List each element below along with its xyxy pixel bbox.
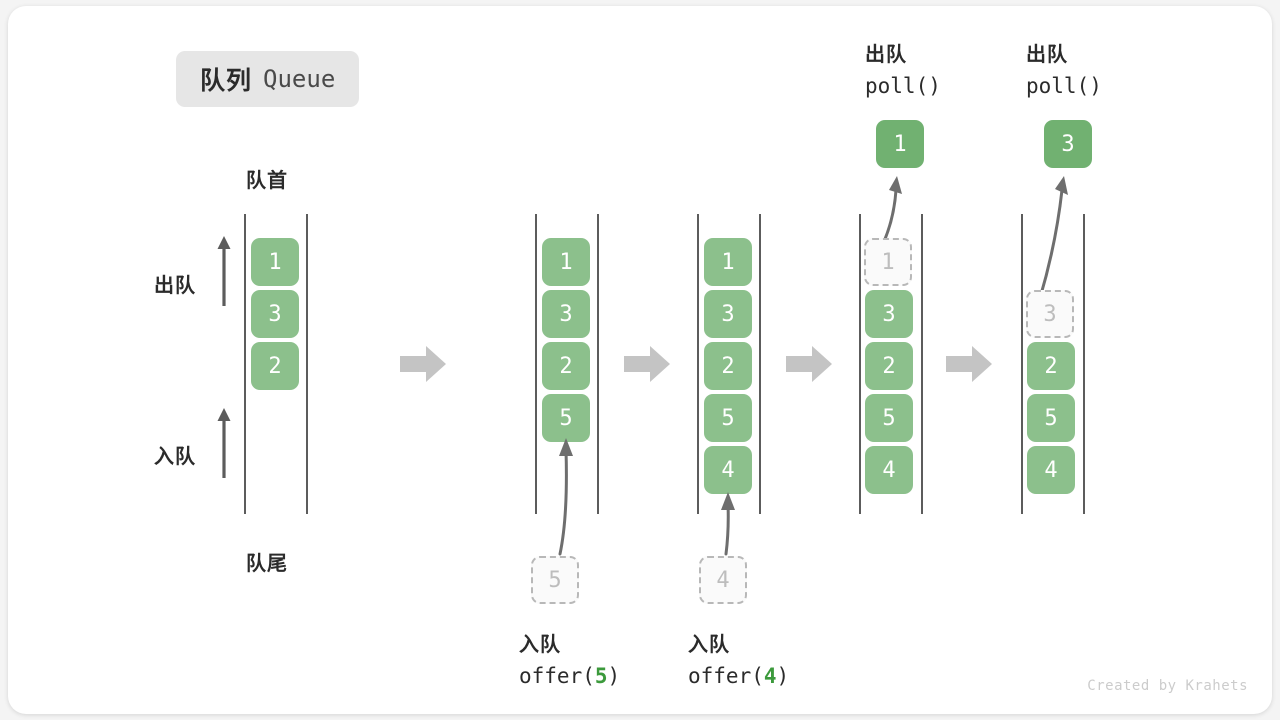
rail-left	[1021, 214, 1023, 514]
rail-right	[921, 214, 923, 514]
queue-cell: 1	[251, 238, 299, 286]
dequeue-motion-arrow-icon	[1026, 172, 1074, 300]
queue-cell: 3	[542, 290, 590, 338]
rail-left	[244, 214, 246, 514]
rail-left	[697, 214, 699, 514]
offer-value: 4	[763, 664, 777, 688]
title-chinese: 队列	[200, 67, 253, 95]
rail-right	[306, 214, 308, 514]
diagram-card: 队列 Queue 队首 队尾 出队 入队 1 3 2 1	[8, 6, 1272, 714]
offer-suffix: )	[607, 664, 621, 688]
queue-cell: 5	[704, 394, 752, 442]
rail-left	[859, 214, 861, 514]
rail-left	[535, 214, 537, 514]
popped-value-cell: 1	[876, 120, 924, 168]
queue-cell: 4	[1027, 446, 1075, 494]
rail-right	[759, 214, 761, 514]
queue-cell: 5	[1027, 394, 1075, 442]
queue-cell: 4	[704, 446, 752, 494]
offer-prefix: offer(	[688, 664, 764, 688]
dequeue-caption-call: poll()	[865, 74, 941, 98]
queue-cell: 1	[704, 238, 752, 286]
incoming-ghost-cell: 5	[531, 556, 579, 604]
queue-cell: 2	[704, 342, 752, 390]
offer-prefix: offer(	[519, 664, 595, 688]
rail-right	[597, 214, 599, 514]
diagram-title-badge: 队列 Queue	[176, 51, 360, 107]
queue-cell: 3	[865, 290, 913, 338]
enqueue-motion-arrow-icon	[546, 436, 586, 556]
queue-cell-ghost: 1	[864, 238, 912, 286]
enqueue-caption-call: offer(4)	[688, 664, 789, 688]
queue-cell: 2	[251, 342, 299, 390]
incoming-ghost-cell: 4	[699, 556, 747, 604]
rail-right	[1083, 214, 1085, 514]
step-arrow-icon	[946, 344, 992, 384]
queue-cell: 2	[542, 342, 590, 390]
step-arrow-icon	[786, 344, 832, 384]
enqueue-caption-cn: 入队	[688, 634, 730, 656]
enqueue-caption-cn: 入队	[519, 634, 561, 656]
queue-cell: 3	[251, 290, 299, 338]
queue-head-label: 队首	[246, 170, 288, 192]
step-arrow-icon	[624, 344, 670, 384]
enqueue-direction-label: 入队	[154, 446, 196, 468]
enqueue-arrow-icon	[216, 406, 232, 478]
dequeue-caption-cn: 出队	[865, 44, 907, 66]
offer-value: 5	[594, 664, 608, 688]
step-arrow-icon	[400, 344, 446, 384]
queue-cell: 4	[865, 446, 913, 494]
queue-cell: 5	[865, 394, 913, 442]
dequeue-caption-call: poll()	[1026, 74, 1102, 98]
enqueue-caption-call: offer(5)	[519, 664, 620, 688]
dequeue-caption-cn: 出队	[1026, 44, 1068, 66]
queue-cell-ghost: 3	[1026, 290, 1074, 338]
enqueue-motion-arrow-icon	[713, 490, 743, 556]
queue-cell: 5	[542, 394, 590, 442]
queue-cell: 2	[865, 342, 913, 390]
offer-suffix: )	[776, 664, 790, 688]
queue-cell: 3	[704, 290, 752, 338]
title-english: Queue	[263, 65, 336, 93]
dequeue-direction-label: 出队	[154, 275, 196, 297]
queue-cell: 1	[542, 238, 590, 286]
popped-value-cell: 3	[1044, 120, 1092, 168]
credit-text: Created by Krahets	[1087, 678, 1248, 694]
dequeue-motion-arrow-icon	[864, 172, 904, 248]
queue-tail-label: 队尾	[246, 553, 288, 575]
queue-cell: 2	[1027, 342, 1075, 390]
dequeue-arrow-icon	[216, 234, 232, 306]
